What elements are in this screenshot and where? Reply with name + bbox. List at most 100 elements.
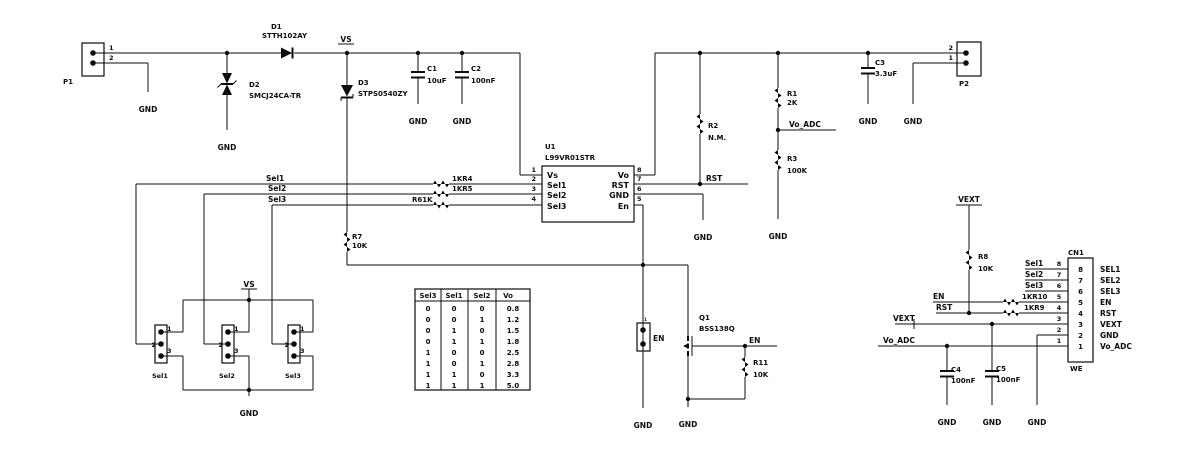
r7-ref: R7 (352, 233, 362, 241)
cn1-signal-name: SEL3 (1100, 287, 1121, 296)
r8-ref: R8 (978, 253, 988, 261)
sel3-jumper-label: Sel3 (285, 372, 301, 380)
table-header-sel1: Sel1 (445, 292, 462, 300)
table-cell: 0 (452, 360, 457, 368)
u1-part: L99VR01STR (545, 154, 596, 162)
u1-pin3-number: 3 (531, 185, 536, 193)
en-jumper-pin-mark: 1 (644, 317, 647, 322)
table-cell: 1 (480, 360, 485, 368)
table-cell: 3.3 (507, 371, 520, 379)
cn1-pin-number: 1 (1078, 343, 1083, 351)
u1-pin-sel1: Sel1 (547, 181, 567, 190)
c5-ref: C5 (996, 365, 1006, 373)
q1-part: BSS138Q (699, 325, 735, 333)
gnd-label: GND (904, 117, 923, 126)
r1-value: 2K (787, 99, 798, 107)
u1-pin-gnd: GND (609, 191, 629, 200)
gnd-label: GND (1028, 418, 1047, 427)
r10-label: 1KR10 (1022, 293, 1048, 301)
mosfet-q1: Q1 BSS138Q (683, 314, 735, 356)
r11-value: 10K (753, 371, 769, 379)
gnd-label: GND (409, 117, 428, 126)
table-cell: 0 (480, 371, 485, 379)
sel2-jumper-pin3: 3 (234, 347, 239, 355)
resistor-labels: R2 N.M. R1 2K R3 100K R7 10K R8 10K R11 … (352, 90, 1048, 379)
cn1-ext-pin: 7 (1057, 271, 1062, 279)
table-cell: 0.8 (507, 305, 520, 313)
resistor-symbols (343, 88, 1019, 377)
u1-pin-sel2: Sel2 (547, 191, 567, 200)
sel1-net-label-cn1: Sel1 (1025, 259, 1043, 268)
table-cell: 1.5 (507, 327, 520, 335)
gnd-label: GND (453, 117, 472, 126)
rst-net-label: RST (706, 174, 723, 183)
cn1-signal-name: EN (1100, 298, 1111, 307)
table-cell: 1 (452, 327, 457, 335)
r2-ref: R2 (708, 122, 718, 130)
c4-ref: C4 (951, 366, 961, 374)
vo-adc-net-label: Vo_ADC (789, 120, 821, 129)
gnd-label: GND (634, 421, 653, 430)
sel1-jumper-pin3: 3 (167, 347, 172, 355)
table-cell: 0 (452, 316, 457, 324)
r4-label: 1KR4 (452, 175, 473, 183)
table-cell: 1 (426, 360, 431, 368)
u1-pin7-number: 7 (637, 175, 642, 183)
c1-ref: C1 (427, 65, 437, 73)
truth-table: Sel3 Sel1 Sel2 Vo 0 0 0 0.8 0 0 1 1.2 0 … (414, 288, 531, 391)
sel2-jumper-pin1: 1 (234, 325, 239, 333)
cn1-ext-pin: 5 (1057, 293, 1062, 301)
cn1-footprint: WE (1070, 365, 1083, 373)
sel2-net-label: Sel2 (268, 184, 286, 193)
gnd-label: GND (679, 420, 698, 429)
p1-pin1-number: 1 (109, 44, 114, 52)
u1-pin6-number: 6 (637, 185, 642, 193)
table-cell: 0 (480, 305, 485, 313)
table-cell: 0 (426, 338, 431, 346)
cn1-signal-name: GND (1100, 331, 1119, 340)
cn1-ext-pin: 2 (1057, 326, 1062, 334)
vext-net-label-cn1: VEXT (893, 314, 916, 323)
r3-ref: R3 (787, 155, 797, 163)
r9-label: 1KR9 (1024, 304, 1045, 312)
gnd-label: GND (938, 418, 957, 427)
p1-ref: P1 (63, 78, 73, 86)
gnd-labels: GND GND GND GND GND GND GND GND GND GND … (139, 105, 1047, 430)
net-labels: VS VS RST Vo_ADC EN VEXT Sel1 Sel2 Sel3 … (243, 35, 1043, 345)
d2-part: SMCJ24CA-TR (249, 92, 302, 100)
r7-value: 10K (352, 242, 368, 250)
sel3-jumper-pin2: 2 (284, 341, 289, 349)
u1-pin8-number: 8 (637, 166, 642, 174)
cn1-signal-name: RST (1100, 309, 1117, 318)
cn1-pin-number: 6 (1078, 288, 1083, 296)
u1-pin-sel3: Sel3 (547, 202, 567, 211)
cn1-pin-number: 2 (1078, 332, 1083, 340)
table-cell: 1 (480, 338, 485, 346)
d3-part: STPS0540ZY (358, 90, 409, 98)
c2-ref: C2 (471, 65, 481, 73)
u1-pin-rst: RST (612, 181, 630, 190)
cn1-ext-pin: 1 (1057, 337, 1062, 345)
r11-ref: R11 (753, 359, 768, 367)
table-cell: 0 (426, 327, 431, 335)
r1-ref: R1 (787, 90, 797, 98)
cn1-ext-pin: 6 (1057, 282, 1062, 290)
table-cell: 1 (426, 349, 431, 357)
table-cell: 0 (426, 305, 431, 313)
gnd-label: GND (983, 418, 1002, 427)
u1-pin5-number: 5 (637, 195, 642, 203)
vext-net-label-top: VEXT (958, 195, 981, 204)
diode-d3-schottky: D3 STPS0540ZY (340, 79, 409, 101)
table-header-sel2: Sel2 (473, 292, 490, 300)
connector-p1: 1 2 P1 (63, 42, 114, 86)
gnd-label: GND (694, 233, 713, 242)
rst-net-label-cn1: RST (936, 303, 953, 312)
vs-net-label: VS (340, 35, 351, 44)
sel1-jumper-pin1: 1 (167, 325, 172, 333)
u1-pin1-number: 1 (531, 166, 536, 174)
gnd-label: GND (139, 105, 158, 114)
c3-value: 3.3uF (875, 70, 897, 78)
table-cell: 1 (480, 316, 485, 324)
table-cell: 1 (426, 382, 431, 390)
cn1-signal-name: Vo_ADC (1100, 342, 1132, 351)
